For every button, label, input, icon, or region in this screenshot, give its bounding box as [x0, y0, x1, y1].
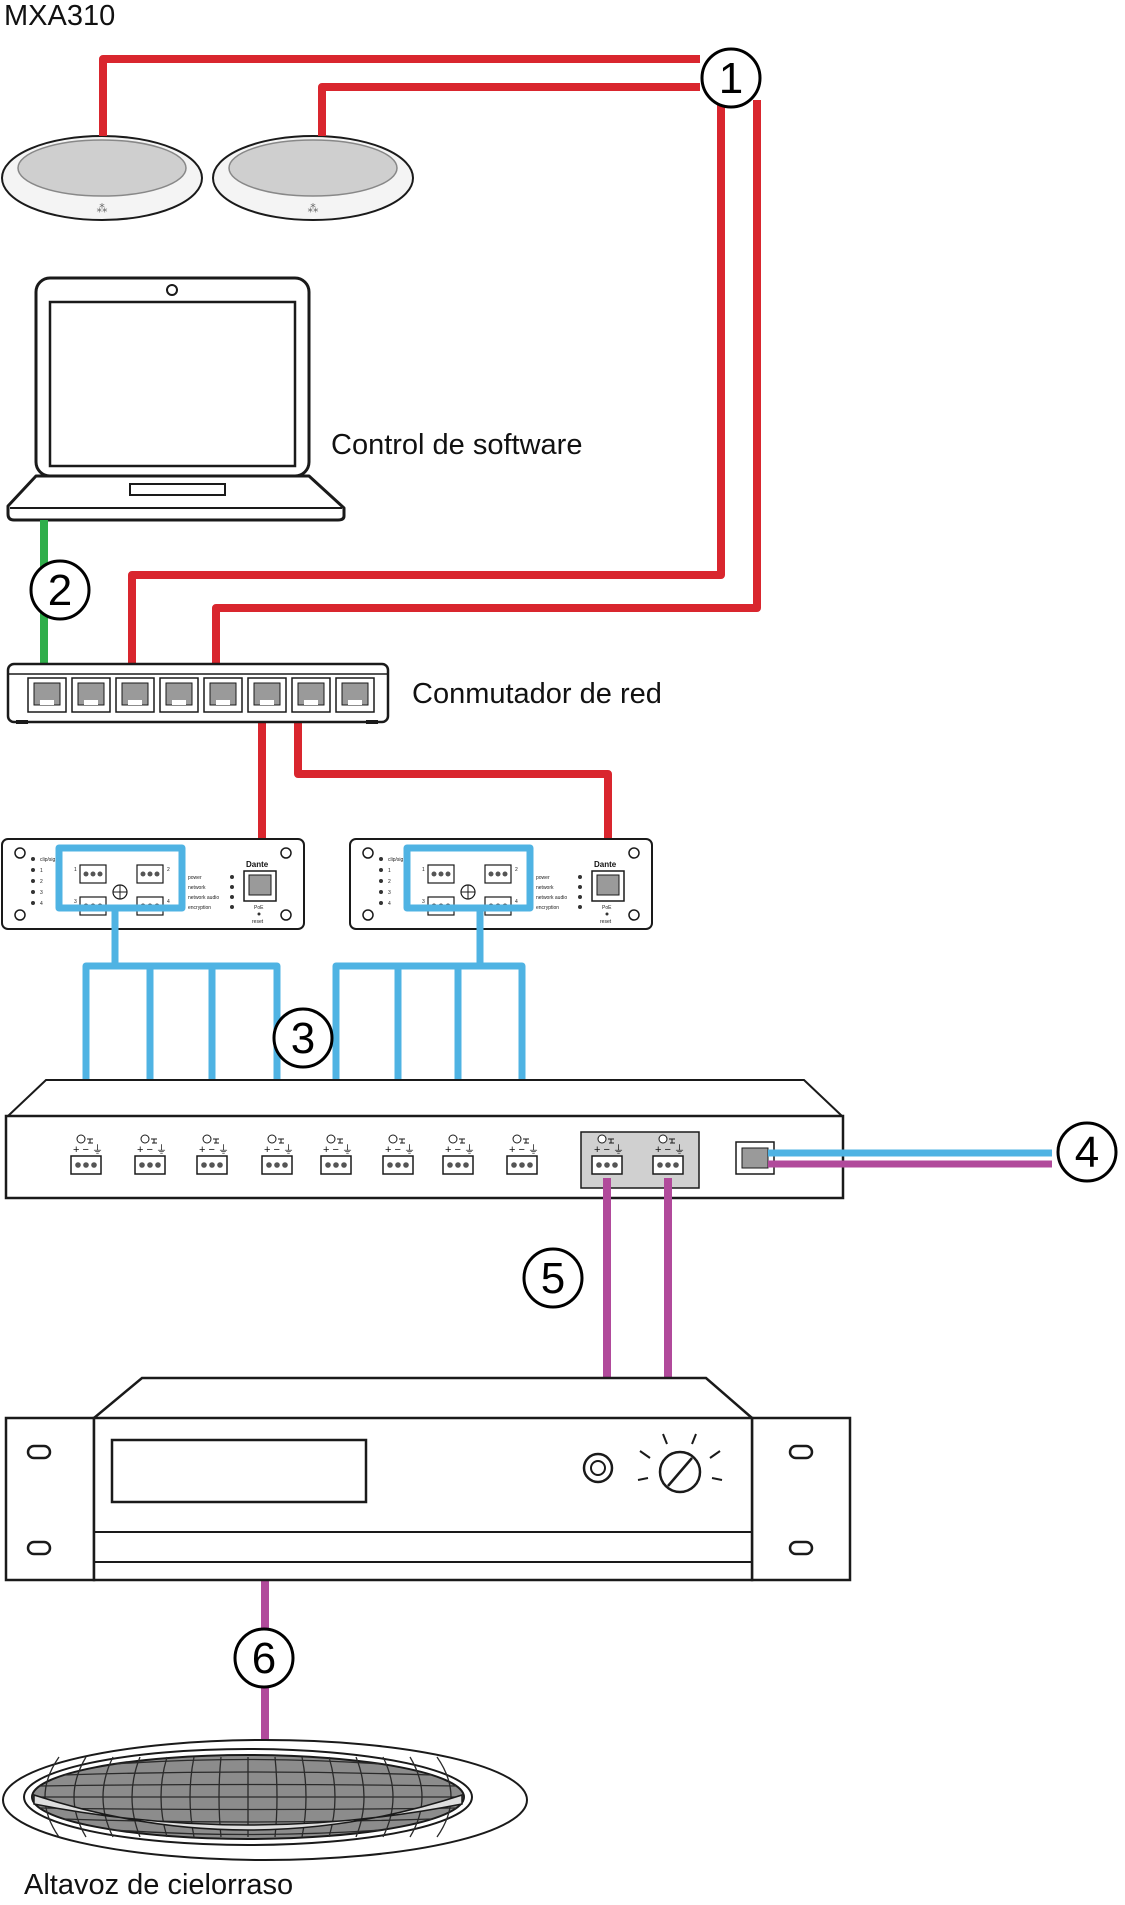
- callout-3: 3: [272, 1007, 334, 1069]
- network-switch: [6, 662, 390, 724]
- processor-audio-port: + − ⏚: [320, 1134, 353, 1175]
- status-led-label: network: [188, 885, 206, 891]
- laptop: [6, 276, 346, 522]
- led-label: 2: [40, 879, 43, 885]
- svg-text:+ − ⏚: + − ⏚: [655, 1143, 685, 1156]
- processor-audio-port: + − ⏚: [506, 1134, 539, 1175]
- switch-port: [203, 677, 243, 713]
- svg-text:⁂: ⁂: [97, 203, 108, 215]
- port-number: 2: [515, 867, 518, 873]
- port-number: 4: [515, 899, 518, 905]
- terminal-block: 2: [136, 864, 170, 884]
- led-label: clip/sig: [388, 857, 404, 863]
- dante-logo: Dante: [246, 860, 269, 869]
- status-led-label: encryption: [188, 905, 211, 911]
- led-label: 2: [388, 879, 391, 885]
- software-control-label: Control de software: [331, 429, 583, 461]
- callout-number: 4: [1075, 1128, 1099, 1177]
- external-cable: [768, 1149, 1052, 1168]
- ethernet-port: [735, 1141, 775, 1175]
- svg-text:⁂: ⁂: [308, 203, 319, 215]
- led-label: 3: [40, 890, 43, 896]
- led-label: 4: [40, 901, 43, 907]
- processor-audio-port: + − ⏚: [134, 1134, 167, 1175]
- callout-number: 1: [719, 54, 743, 103]
- led-label: 1: [388, 868, 391, 874]
- callout-1: 1: [700, 47, 762, 109]
- audio-processor: + − ⏚ + − ⏚ + − ⏚ + − ⏚ + − ⏚ + − ⏚ + − ⏚ + − ⏚…: [4, 1079, 845, 1200]
- svg-text:+ − ⏚: + − ⏚: [323, 1143, 353, 1156]
- processor-audio-port: + − ⏚: [70, 1134, 103, 1175]
- status-led-label: power: [536, 875, 550, 881]
- switch-port: [115, 677, 155, 713]
- led-label: 1: [40, 868, 43, 874]
- processor-audio-port: + − ⏚: [196, 1134, 229, 1175]
- status-led-label: network audio: [188, 895, 219, 901]
- poe-label: PoE: [602, 905, 612, 911]
- port-number: 4: [167, 899, 170, 905]
- volume-knob: [637, 1433, 723, 1494]
- callout-number: 5: [541, 1254, 565, 1303]
- svg-text:+ − ⏚: + − ⏚: [509, 1143, 539, 1156]
- dante-logo: Dante: [594, 860, 617, 869]
- dante-interface-2: clip/sig 1 2 3 4 1 2 3 4 power network network audi…: [349, 838, 653, 930]
- svg-text:+ − ⏚: + − ⏚: [73, 1143, 103, 1156]
- mxa310-microphone-2: ⁂: [212, 135, 414, 221]
- led-label: 4: [388, 901, 391, 907]
- svg-text:+ − ⏚: + − ⏚: [137, 1143, 167, 1156]
- terminal-block: 1: [422, 864, 455, 884]
- terminal-block: 2: [484, 864, 518, 884]
- status-led-label: encryption: [536, 905, 559, 911]
- callout-2: 2: [29, 559, 91, 621]
- status-led-label: power: [188, 875, 202, 881]
- callout-6: 6: [233, 1627, 295, 1689]
- port-number: 1: [422, 867, 425, 873]
- callout-number: 2: [48, 566, 72, 615]
- power-indicator: [582, 1452, 614, 1484]
- processor-audio-port: + − ⏚: [442, 1134, 475, 1175]
- status-led-label: network: [536, 885, 554, 891]
- dante-interface-1: clip/sig 1 2 3 4 1 2 3 4 power network network audi…: [1, 838, 305, 930]
- switch-port: [247, 677, 287, 713]
- port-number: 3: [422, 899, 425, 905]
- poe-label: PoE: [254, 905, 264, 911]
- callout-number: 6: [252, 1634, 276, 1683]
- processor-audio-port: + − ⏚: [591, 1134, 624, 1175]
- port-number: 1: [74, 867, 77, 873]
- svg-text:+ − ⏚: + − ⏚: [199, 1143, 229, 1156]
- status-led-label: network audio: [536, 895, 567, 901]
- port-number: 3: [74, 899, 77, 905]
- switch-port: [71, 677, 111, 713]
- ceiling-speaker: [2, 1739, 528, 1861]
- ceiling-speaker-label: Altavoz de cielorraso: [24, 1869, 294, 1901]
- switch-port: [27, 677, 67, 713]
- port-number: 2: [167, 867, 170, 873]
- processor-audio-port: + − ⏚: [382, 1134, 415, 1175]
- network-switch-label: Conmutador de red: [412, 678, 662, 710]
- svg-text:+ − ⏚: + − ⏚: [594, 1143, 624, 1156]
- switch-port: [335, 677, 375, 713]
- processor-audio-port: + − ⏚: [261, 1134, 294, 1175]
- switch-port: [159, 677, 199, 713]
- svg-text:+ − ⏚: + − ⏚: [445, 1143, 475, 1156]
- callout-5: 5: [522, 1247, 584, 1309]
- svg-text:+ − ⏚: + − ⏚: [385, 1143, 415, 1156]
- switch-port: [291, 677, 331, 713]
- processor-audio-port: + − ⏚: [652, 1134, 685, 1175]
- led-label: clip/sig: [40, 857, 56, 863]
- led-label: 3: [388, 890, 391, 896]
- power-amplifier: [4, 1376, 852, 1582]
- mic-model-label: MXA310: [4, 0, 116, 32]
- reset-label: reset: [252, 919, 264, 925]
- reset-label: reset: [600, 919, 612, 925]
- terminal-block: 1: [74, 864, 107, 884]
- svg-text:+ − ⏚: + − ⏚: [264, 1143, 294, 1156]
- callout-4: 4: [1056, 1121, 1118, 1183]
- mxa310-microphone-1: ⁂: [1, 135, 203, 221]
- callout-number: 3: [291, 1014, 315, 1063]
